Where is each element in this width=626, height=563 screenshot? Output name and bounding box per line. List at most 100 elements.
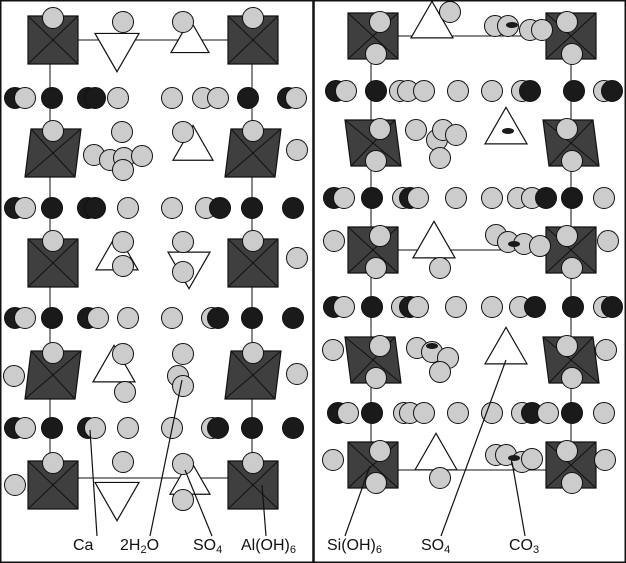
sulfate-triangle-up <box>483 106 529 145</box>
black-circle <box>361 187 383 209</box>
gray-circle <box>42 120 64 142</box>
gray-circle <box>335 80 357 102</box>
black-circle <box>41 307 63 329</box>
gray-circle <box>172 121 194 143</box>
black-circle <box>282 417 304 439</box>
gray-circle <box>365 43 387 65</box>
gray-circle <box>365 472 387 494</box>
gray-circle <box>439 1 461 23</box>
gray-circle <box>242 452 264 474</box>
black-circle <box>563 80 585 102</box>
gray-circle <box>286 139 308 161</box>
octahedron-edge <box>548 119 594 167</box>
black-circle <box>601 80 623 102</box>
gray-circle <box>322 449 344 471</box>
black-circle <box>241 417 263 439</box>
gray-circle <box>172 231 194 253</box>
gray-circle <box>172 375 194 397</box>
gray-circle <box>286 363 308 385</box>
gray-circle <box>413 80 435 102</box>
gray-circle <box>42 7 64 29</box>
gray-circle <box>369 225 391 247</box>
octahedron-edge <box>27 460 79 510</box>
gray-circle <box>429 361 451 383</box>
gray-circle <box>84 417 106 439</box>
leader-sulfate-left <box>184 469 213 537</box>
black-circle <box>561 187 583 209</box>
octahedron-edge <box>224 128 282 178</box>
black-circle <box>535 187 557 209</box>
black-circle <box>282 307 304 329</box>
gray-circle <box>117 307 139 329</box>
gray-circle <box>447 80 469 102</box>
gray-circle <box>14 307 36 329</box>
gray-circle <box>481 187 503 209</box>
octahedron-edge <box>224 350 282 400</box>
black-circle <box>361 296 383 318</box>
gray-circle <box>556 440 578 462</box>
gray-circle <box>333 187 355 209</box>
black-circle <box>237 87 259 109</box>
gray-circle <box>161 87 183 109</box>
black-circle <box>241 197 263 219</box>
gray-circle <box>369 440 391 462</box>
gray-circle <box>112 255 134 277</box>
gray-circle <box>556 225 578 247</box>
gray-circle <box>242 120 264 142</box>
gray-circle <box>3 365 25 387</box>
leader-ca <box>89 429 98 537</box>
carbonate-bond <box>508 455 520 461</box>
gray-circle <box>556 118 578 140</box>
gray-circle <box>365 257 387 279</box>
gray-circle <box>445 187 467 209</box>
black-circle <box>524 296 546 318</box>
carbonate-bond <box>508 241 520 247</box>
gray-circle <box>42 230 64 252</box>
gray-circle <box>112 11 134 33</box>
black-circle <box>519 80 541 102</box>
gray-circle <box>114 381 136 403</box>
gray-circle <box>369 118 391 140</box>
gray-circle <box>285 87 307 109</box>
gray-circle <box>593 402 615 424</box>
black-circle <box>41 87 63 109</box>
gray-circle <box>561 472 583 494</box>
black-circle <box>207 417 229 439</box>
gray-circle <box>322 339 344 361</box>
black-circle <box>365 80 387 102</box>
gray-circle <box>481 402 503 424</box>
gray-circle <box>597 230 619 252</box>
gray-circle <box>369 335 391 357</box>
gray-circle <box>561 367 583 389</box>
gray-circle <box>369 11 391 33</box>
gray-circle <box>4 474 26 496</box>
black-circle <box>84 197 106 219</box>
gray-circle <box>172 453 194 475</box>
octahedron-edge <box>545 226 597 274</box>
octahedron-edge <box>24 350 82 400</box>
gray-circle <box>42 342 64 364</box>
right-panel-structure <box>322 0 623 494</box>
gray-circle <box>161 307 183 329</box>
leader-aluminum-hydroxide <box>261 484 267 537</box>
gray-circle <box>529 235 551 257</box>
gray-circle <box>323 230 345 252</box>
octahedron-edge <box>24 128 82 178</box>
octahedron-edge <box>227 238 279 288</box>
sulfate-triangle-up <box>413 432 459 471</box>
black-circle <box>601 296 623 318</box>
gray-circle <box>131 145 153 167</box>
gray-circle <box>207 87 229 109</box>
gray-circle <box>531 19 553 41</box>
octahedron-edge <box>548 336 594 384</box>
octahedron-edge <box>545 12 597 60</box>
gray-circle <box>556 11 578 33</box>
gray-circle <box>242 7 264 29</box>
gray-circle <box>117 197 139 219</box>
carbonate-bond <box>502 128 514 134</box>
black-circle <box>561 402 583 424</box>
gray-circle <box>286 247 308 269</box>
gray-circle <box>405 119 427 141</box>
octahedron-edge <box>227 15 279 65</box>
